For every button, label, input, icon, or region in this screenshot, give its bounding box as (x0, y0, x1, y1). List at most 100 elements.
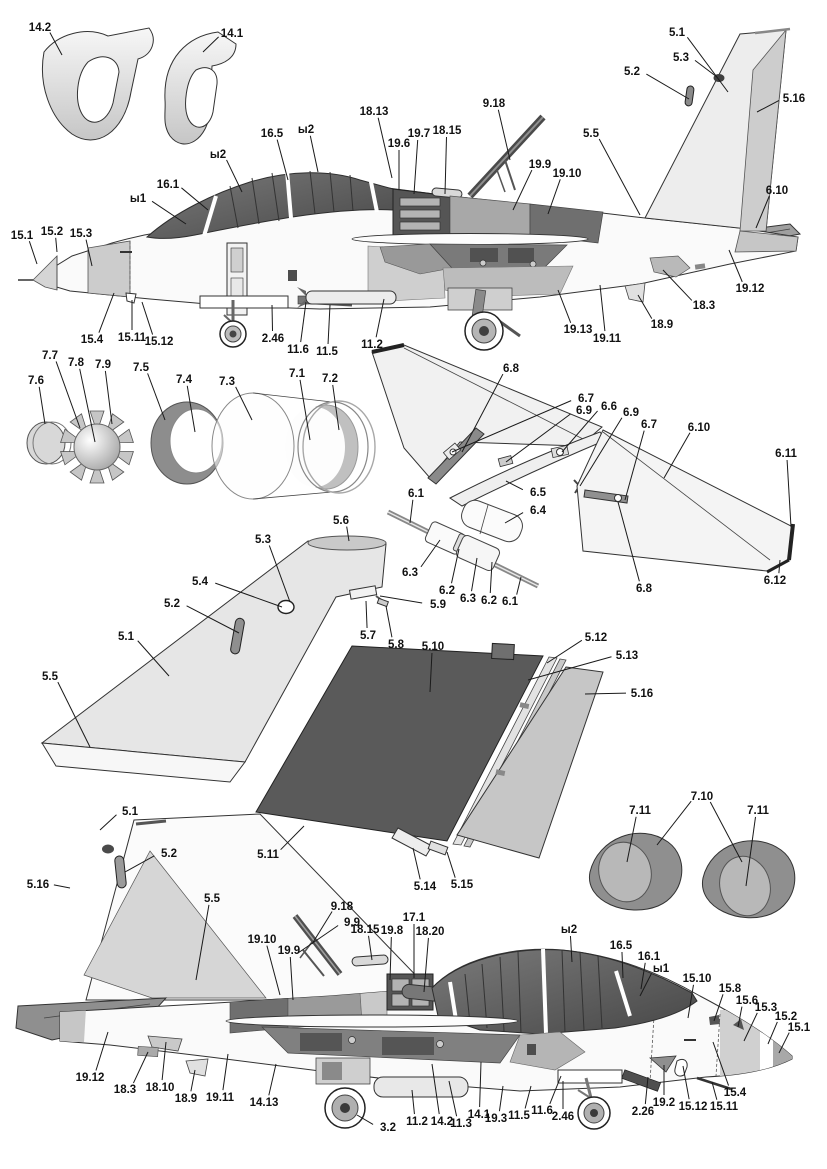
leader-line (579, 417, 623, 487)
leader-line (662, 269, 693, 301)
leader-line (694, 60, 718, 78)
leader-line (451, 400, 572, 453)
leader-line (743, 1012, 758, 1042)
leader-line (375, 298, 385, 338)
part-number-label: 11.2 (406, 1116, 428, 1128)
rudder-top-5-16 (739, 28, 787, 232)
part-number-label: ы2 (298, 124, 314, 136)
leader-line (728, 249, 743, 283)
part-number-label: 7.1 (289, 368, 306, 380)
leader-line (624, 430, 645, 501)
leader-line (461, 373, 504, 453)
dark-panel-5-10 (255, 645, 544, 842)
part-number-label: 19.11 (593, 333, 622, 345)
part-number-label: 14.13 (250, 1097, 279, 1109)
rear-pillar (368, 176, 379, 213)
leader-line (516, 576, 522, 595)
part-number-label: 15.4 (724, 1087, 747, 1099)
leader-line (124, 855, 155, 873)
exhaust-top (734, 230, 799, 253)
leader-line (79, 368, 96, 443)
petal-inner-right-7-11 (719, 855, 771, 917)
wing-parts (371, 343, 795, 589)
ventral-fin-19-2 (649, 1055, 677, 1073)
part-number-label: 5.5 (204, 893, 221, 905)
fin-clip-5-9 (376, 597, 390, 608)
leader-line (569, 935, 573, 963)
leader-line (505, 413, 571, 463)
part-number-label: 19.10 (248, 934, 277, 946)
gear-door-2-46b (557, 1069, 623, 1084)
part-number-label: 15.6 (736, 995, 758, 1007)
part-number-label: 11.6 (287, 344, 309, 356)
part-number-label: 7.4 (176, 374, 193, 386)
leader-line (778, 559, 781, 574)
part-number-label: 18.9 (175, 1093, 197, 1105)
leader-line (489, 561, 493, 594)
part-number-label: 19.13 (564, 324, 593, 336)
leader-line (55, 361, 81, 429)
fin-hole-5-4 (277, 599, 295, 615)
part-number-label: 14.2 (29, 22, 51, 34)
leader-line (365, 600, 368, 629)
leader-line (557, 289, 572, 323)
leader-line (505, 480, 524, 491)
leader-line (446, 851, 456, 878)
leader-line (498, 1085, 504, 1112)
part-number-label: 9.18 (483, 98, 506, 110)
part-number-label: 11.2 (361, 339, 383, 351)
part-number-label: 2.46 (552, 1111, 574, 1123)
leader-line (409, 499, 414, 524)
weapons-bay (429, 243, 568, 269)
nose-gear-top (219, 300, 247, 348)
part-number-label: 6.7 (641, 419, 657, 431)
intake-wedge-b (509, 1031, 586, 1071)
fin-exploded (40, 535, 390, 783)
leader-line (215, 582, 283, 608)
leader-line (85, 239, 93, 267)
part-number-label: 5.7 (360, 630, 376, 642)
part-number-label: 15.4 (81, 334, 104, 346)
leader-line (385, 605, 393, 638)
part-number-label: 7.10 (691, 791, 713, 803)
leader-line (640, 962, 646, 990)
leader-line (547, 179, 561, 215)
part-number-label: 6.9 (623, 407, 639, 419)
leader-line (190, 1069, 196, 1092)
part-number-label: 2.46 (262, 333, 284, 345)
leader-line (626, 816, 637, 863)
leader-line (137, 640, 170, 677)
pod-11-2b (373, 1076, 469, 1098)
part-number-label: 5.16 (783, 93, 805, 105)
leader-line (346, 526, 350, 542)
part-number-label: 18.3 (114, 1084, 136, 1096)
part-number-label: 5.9 (430, 599, 446, 611)
part-number-label: 5.1 (118, 631, 135, 643)
part-number-label: 5.4 (192, 576, 209, 588)
part-number-label: 5.8 (388, 639, 405, 651)
part-number-label: 6.10 (688, 422, 710, 434)
part-number-label: 6.6 (601, 401, 617, 413)
part-number-label: 5.3 (255, 534, 271, 546)
part-number-label: 19.8 (381, 925, 404, 937)
fin-tip-strip-5-5 (41, 742, 246, 783)
fin-bracket-5-7 (348, 585, 378, 600)
part-number-label: 16.5 (610, 940, 633, 952)
part-number-label: 19.7 (408, 128, 430, 140)
cylinder-7-3-left-rim (211, 392, 295, 500)
leader-line (235, 386, 253, 421)
part-number-label: 6.8 (636, 583, 653, 595)
duct-part-14-2-inner (76, 56, 120, 123)
leader-line (527, 656, 612, 681)
part-number-label: 14.1 (468, 1109, 491, 1121)
part-number-label: 5.15 (451, 879, 474, 891)
leader-line (297, 925, 339, 954)
leader-line (379, 595, 423, 604)
leader-line (132, 1051, 149, 1084)
part-number-label: 19.12 (736, 283, 765, 295)
part-number-label: 15.2 (775, 1011, 797, 1023)
part-number-label: 11.5 (316, 346, 338, 358)
leader-line (49, 32, 63, 56)
